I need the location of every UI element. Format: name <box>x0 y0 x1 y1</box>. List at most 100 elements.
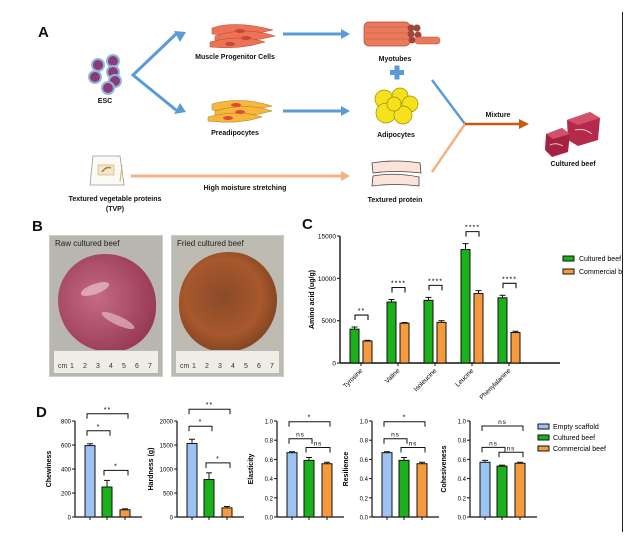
y-tick-label: 0 <box>68 516 72 522</box>
arrow-head-icon <box>519 119 529 129</box>
y-tick-label: 0.2 <box>360 496 369 502</box>
legend-label: Cultured beef <box>579 256 621 263</box>
y-tick-label: 1.0 <box>360 420 369 426</box>
bar-cultured-beef <box>386 301 397 364</box>
plus-icon <box>390 65 404 80</box>
bar-cultured-beef <box>423 299 434 364</box>
arrow-head-icon <box>341 171 350 181</box>
x-tick-label: Leucine <box>454 367 475 388</box>
legend-swatch <box>562 255 575 262</box>
arrow-head-icon <box>341 29 350 39</box>
y-tick-label: 0.6 <box>360 458 369 464</box>
bar-commercial-beef <box>221 507 233 518</box>
significance-label: ns <box>507 445 516 452</box>
significance-label: ns <box>498 419 507 426</box>
fried-beef-photo: Fried cultured beef cm 1 2 3 4 5 6 7 <box>171 235 284 377</box>
fried-patty <box>179 252 277 352</box>
adipocytes-icon <box>374 87 419 125</box>
legend-label: Commercial beef <box>579 269 622 276</box>
bar-empty-scaffold <box>84 445 96 518</box>
significance-label: ** <box>104 407 111 414</box>
bar-cultured-beef <box>203 479 215 518</box>
significance-label: * <box>403 415 407 422</box>
y-axis-label: Resilience <box>343 452 350 487</box>
y-tick-label: 1500 <box>160 444 174 450</box>
merge-line-bottom <box>430 123 467 173</box>
y-tick-label: 2000 <box>160 420 174 426</box>
preadipocytes-label: Preadipocytes <box>211 130 259 137</box>
significance-label: **** <box>391 281 406 288</box>
significance-label: * <box>216 456 220 463</box>
y-tick-label: 200 <box>61 492 72 498</box>
significance-bracket <box>498 451 524 458</box>
y-tick-label: 15000 <box>318 234 336 241</box>
y-tick-label: 0.6 <box>458 458 467 464</box>
y-tick-label: 0.8 <box>458 439 467 445</box>
significance-label: ns <box>489 440 498 447</box>
cultured-beef-label: Cultured beef <box>550 161 596 168</box>
significance-bracket <box>86 413 129 419</box>
significance-bracket <box>188 425 213 432</box>
y-tick-label: 1.0 <box>458 420 467 426</box>
significance-label: **** <box>428 278 443 285</box>
bar-commercial-beef <box>510 332 521 364</box>
muscle-progenitor-cells-icon <box>209 24 276 49</box>
y-tick-label: 0.8 <box>360 439 369 445</box>
arrow-head-icon <box>174 103 186 114</box>
bar-commercial-beef <box>362 340 373 364</box>
y-tick-label: 0.2 <box>458 496 467 502</box>
branch-arrows <box>130 32 178 112</box>
bar-empty-scaffold <box>186 443 198 518</box>
myotubes-icon <box>363 21 441 47</box>
adipocytes-label: Adipocytes <box>377 132 415 139</box>
y-tick-label: 10000 <box>318 276 336 283</box>
significance-bracket <box>86 430 111 436</box>
y-tick-label: 0.4 <box>458 477 467 483</box>
significance-bracket <box>391 286 406 293</box>
significance-label: * <box>308 415 312 422</box>
significance-bracket <box>288 438 313 444</box>
y-tick-label: 0 <box>332 361 336 368</box>
bar-cultured-beef <box>303 459 315 518</box>
bar-cultured-beef <box>460 249 471 364</box>
significance-label: * <box>114 463 118 470</box>
panel-c-label: C <box>302 216 313 233</box>
y-tick-label: 0.6 <box>265 458 274 464</box>
y-tick-label: 800 <box>61 420 72 426</box>
significance-label: ns <box>409 440 418 447</box>
legend-label: Cultured beef <box>553 435 595 442</box>
bar-empty-scaffold <box>286 452 298 518</box>
tvp-bag-icon <box>89 155 125 186</box>
y-tick-label: 0.0 <box>265 516 274 522</box>
x-tick-label: Isoleucine <box>413 367 439 393</box>
legend-swatch <box>537 423 550 430</box>
significance-bracket <box>428 284 443 291</box>
significance-bracket <box>383 421 426 427</box>
y-tick-label: 0.0 <box>458 516 467 522</box>
bar-commercial-beef <box>514 462 526 518</box>
significance-bracket <box>383 438 408 444</box>
fried-caption: Fried cultured beef <box>177 239 244 248</box>
bar-commercial-beef <box>416 463 428 518</box>
y-tick-label: 5000 <box>322 318 337 325</box>
significance-label: ** <box>358 308 365 315</box>
significance-label: ns <box>391 432 400 439</box>
significance-bracket <box>481 446 506 453</box>
textured-protein-label: Textured protein <box>367 197 423 204</box>
y-axis-label: Cohesiveness <box>441 445 448 492</box>
bar-cultured-beef <box>497 297 508 364</box>
significance-bracket <box>502 282 517 289</box>
x-tick-label: Valine <box>384 367 402 385</box>
y-tick-label: 0.4 <box>360 477 369 483</box>
y-tick-label: 0 <box>170 516 174 522</box>
significance-bracket <box>481 425 524 431</box>
significance-label: * <box>97 424 101 431</box>
y-tick-label: 500 <box>163 492 174 498</box>
bar-commercial-beef <box>321 463 333 518</box>
y-axis-label: Elasticity <box>248 454 255 485</box>
significance-bracket <box>188 408 231 415</box>
ruler: cm 1 2 3 4 5 6 7 <box>176 350 279 373</box>
y-tick-label: 0.4 <box>265 477 274 483</box>
significance-label: **** <box>502 276 517 283</box>
cultured-beef-icon <box>545 112 600 157</box>
